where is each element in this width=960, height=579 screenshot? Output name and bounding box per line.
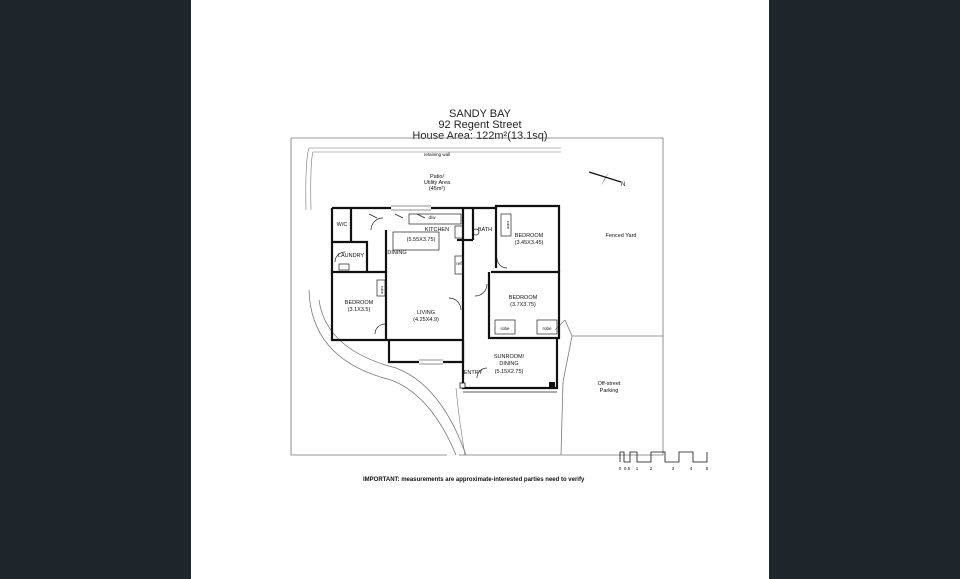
wc-label: W/C (337, 222, 348, 228)
fixtures (334, 205, 558, 393)
robe-label: robe (500, 326, 510, 331)
living-dim: (4.25X4.9) (413, 317, 439, 323)
scale-tick-label: 3 (672, 466, 675, 471)
plan-address: 92 Regent Street (438, 119, 522, 131)
site-boundary (290, 137, 664, 456)
sunroom-dim: (5.15X2.75) (495, 369, 524, 375)
bedroom-dim: (3.7X3.75) (510, 302, 536, 308)
dw-label: d/w (428, 215, 436, 220)
living-label: LIVING (417, 310, 435, 316)
bedroom-label: BEDROOM (345, 300, 374, 306)
floor-plan-sheet: SANDY BAY 92 Regent Street House Area: 1… (191, 0, 769, 579)
robe-label: robe (542, 326, 552, 331)
scale-bar: 0 0.5 1 2 3 4 5 (619, 451, 709, 471)
post-marker (459, 382, 466, 389)
patio-area: (45m²) (429, 186, 445, 192)
bedroom-dim: (3.1X3.5) (348, 307, 371, 313)
scale-tick-label: 1 (636, 466, 639, 471)
offstreet-parking-label: Parking (600, 388, 619, 394)
room-labels: retaining wall Patio/ Utility Area (45m²… (337, 152, 637, 394)
bedroom-label: BEDROOM (515, 233, 544, 239)
ref-label: ref (456, 261, 462, 266)
bath-label: BATH (478, 227, 492, 233)
robe-label: robe (380, 286, 385, 295)
plan-title: SANDY BAY (449, 108, 511, 120)
entry-label: ENTRY (464, 370, 483, 376)
post-marker (549, 382, 555, 388)
patio-label: Patio/ (430, 174, 445, 180)
offstreet-parking-label: Off-street (598, 381, 621, 387)
north-arrow-icon: N (588, 171, 625, 188)
bedroom-dim: (3.45X3.45) (515, 240, 544, 246)
laundry-label: LAUNDRY (338, 253, 365, 259)
retaining-wall-label: retaining wall (424, 152, 450, 157)
bedroom-label: BEDROOM (509, 295, 538, 301)
scale-tick-label: 5 (706, 466, 709, 471)
kitchen-dim: (5.55X3.75) (407, 237, 436, 243)
dining-label: DINING (387, 250, 406, 256)
sunroom-label: DINING (499, 361, 518, 367)
kitchen-label: KITCHEN (425, 227, 449, 233)
scale-tick-label: 2 (650, 466, 653, 471)
scale-tick-label: 0.5 (624, 466, 631, 471)
scale-tick-label: 0 (619, 466, 622, 471)
scale-tick-label: 4 (690, 466, 693, 471)
house-walls (330, 204, 561, 390)
disclaimer-note: IMPORTANT: measurements are approximate-… (363, 477, 585, 483)
robe-label: robe (506, 221, 511, 230)
patio-label: Utility Area (424, 180, 451, 186)
sunroom-label: SUNROOM/ (494, 354, 525, 360)
plan-area: House Area: 122m²(13.1sq) (412, 130, 548, 142)
fenced-yard-label: Fenced Yard (606, 233, 637, 239)
floor-plan-drawing: N retaining wall Patio/ Utility Area (45… (290, 137, 709, 471)
svg-text:N: N (621, 182, 625, 188)
